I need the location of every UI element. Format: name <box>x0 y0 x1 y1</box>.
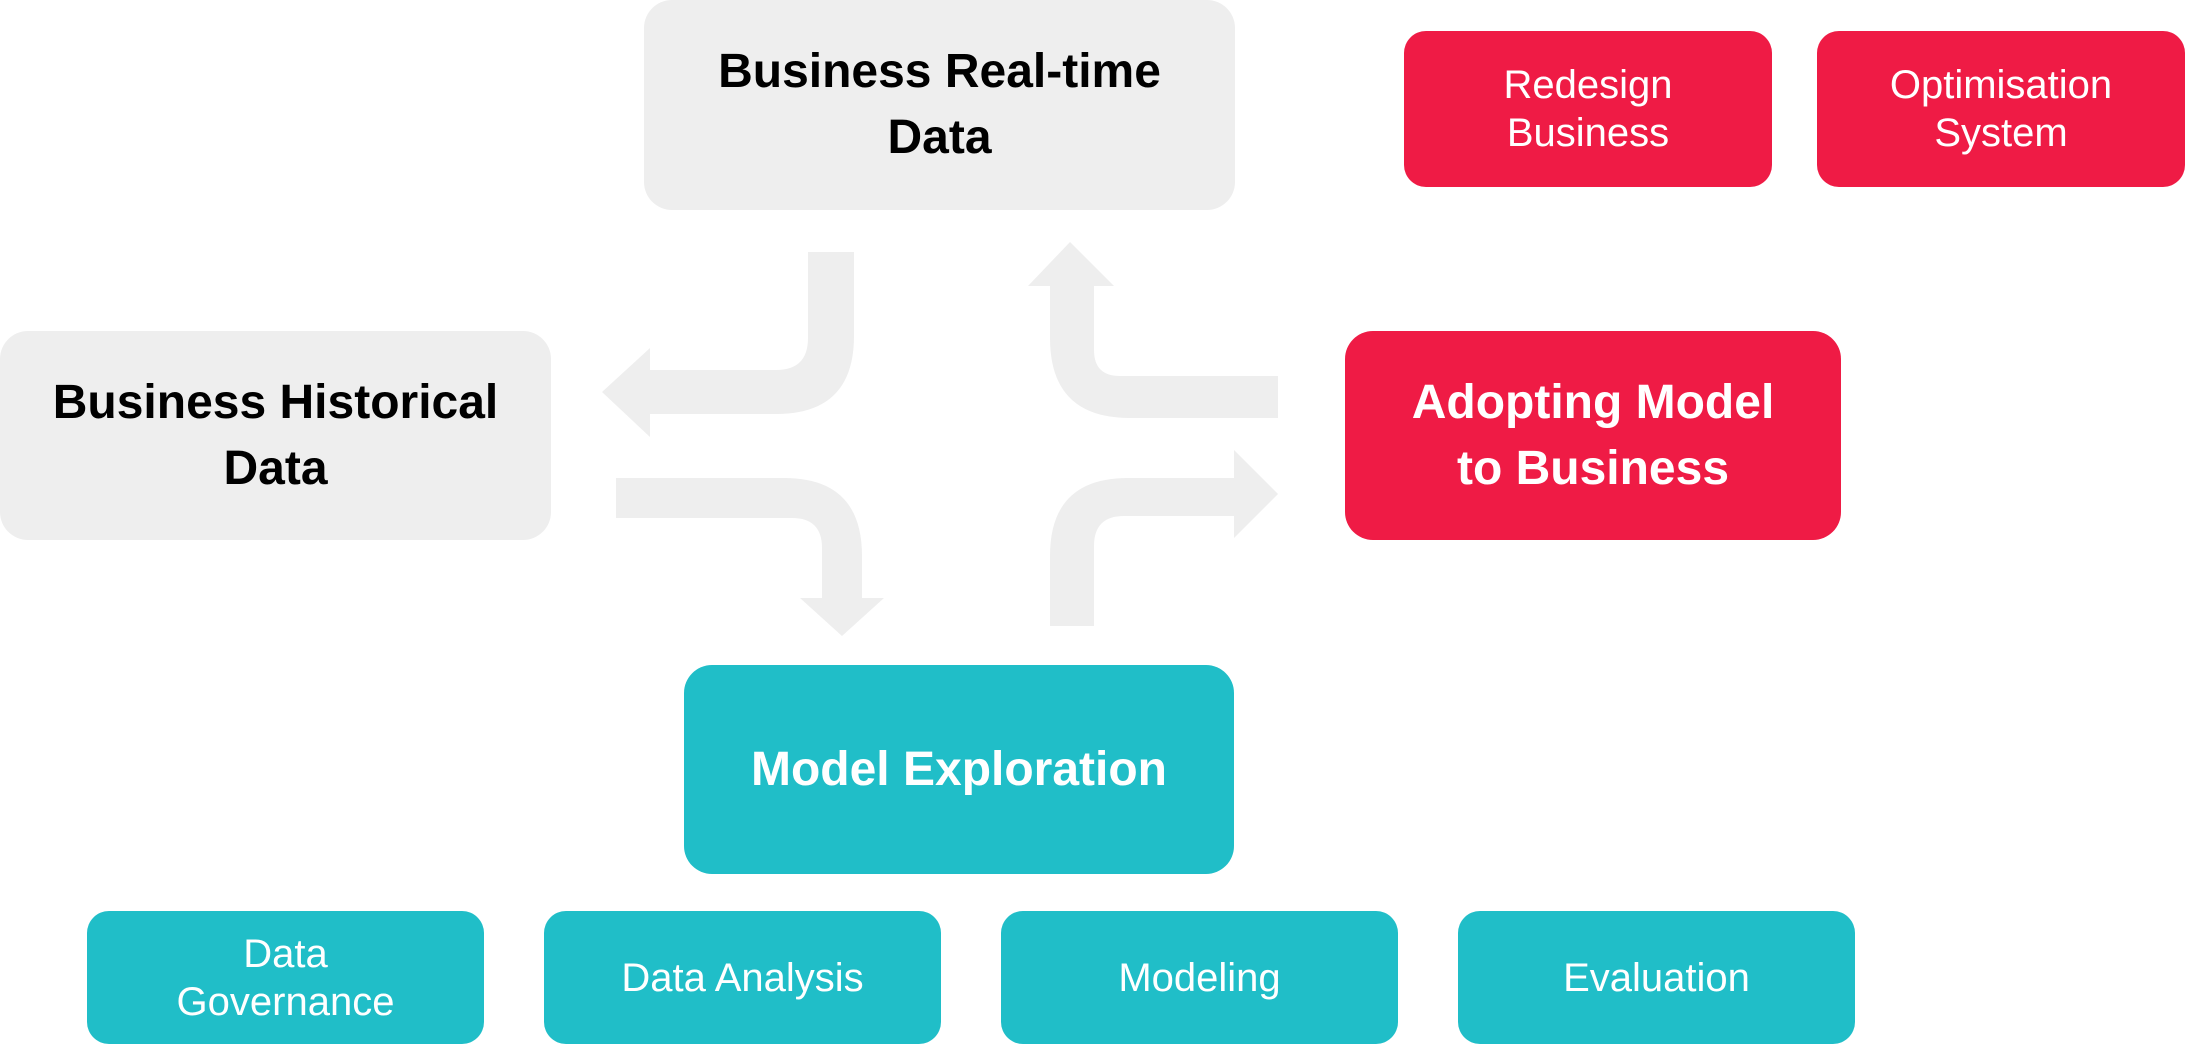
node-adopting-model-to-business: Adopting Model to Business <box>1345 331 1841 540</box>
node-evaluation: Evaluation <box>1458 911 1855 1044</box>
arrow-exploration-to-adopting <box>1050 450 1278 626</box>
node-data-governance: Data Governance <box>87 911 484 1044</box>
node-business-realtime-data: Business Real-time Data <box>644 0 1235 210</box>
arrow-realtime-to-historical <box>602 252 854 437</box>
arrow-adopting-to-realtime <box>1028 242 1278 418</box>
node-model-exploration: Model Exploration <box>684 665 1234 874</box>
node-redesign-business: Redesign Business <box>1404 31 1772 187</box>
node-optimisation-system: Optimisation System <box>1817 31 2185 187</box>
arrow-historical-to-exploration <box>616 478 884 636</box>
node-data-analysis: Data Analysis <box>544 911 941 1044</box>
node-business-historical-data: Business Historical Data <box>0 331 551 540</box>
node-modeling: Modeling <box>1001 911 1398 1044</box>
